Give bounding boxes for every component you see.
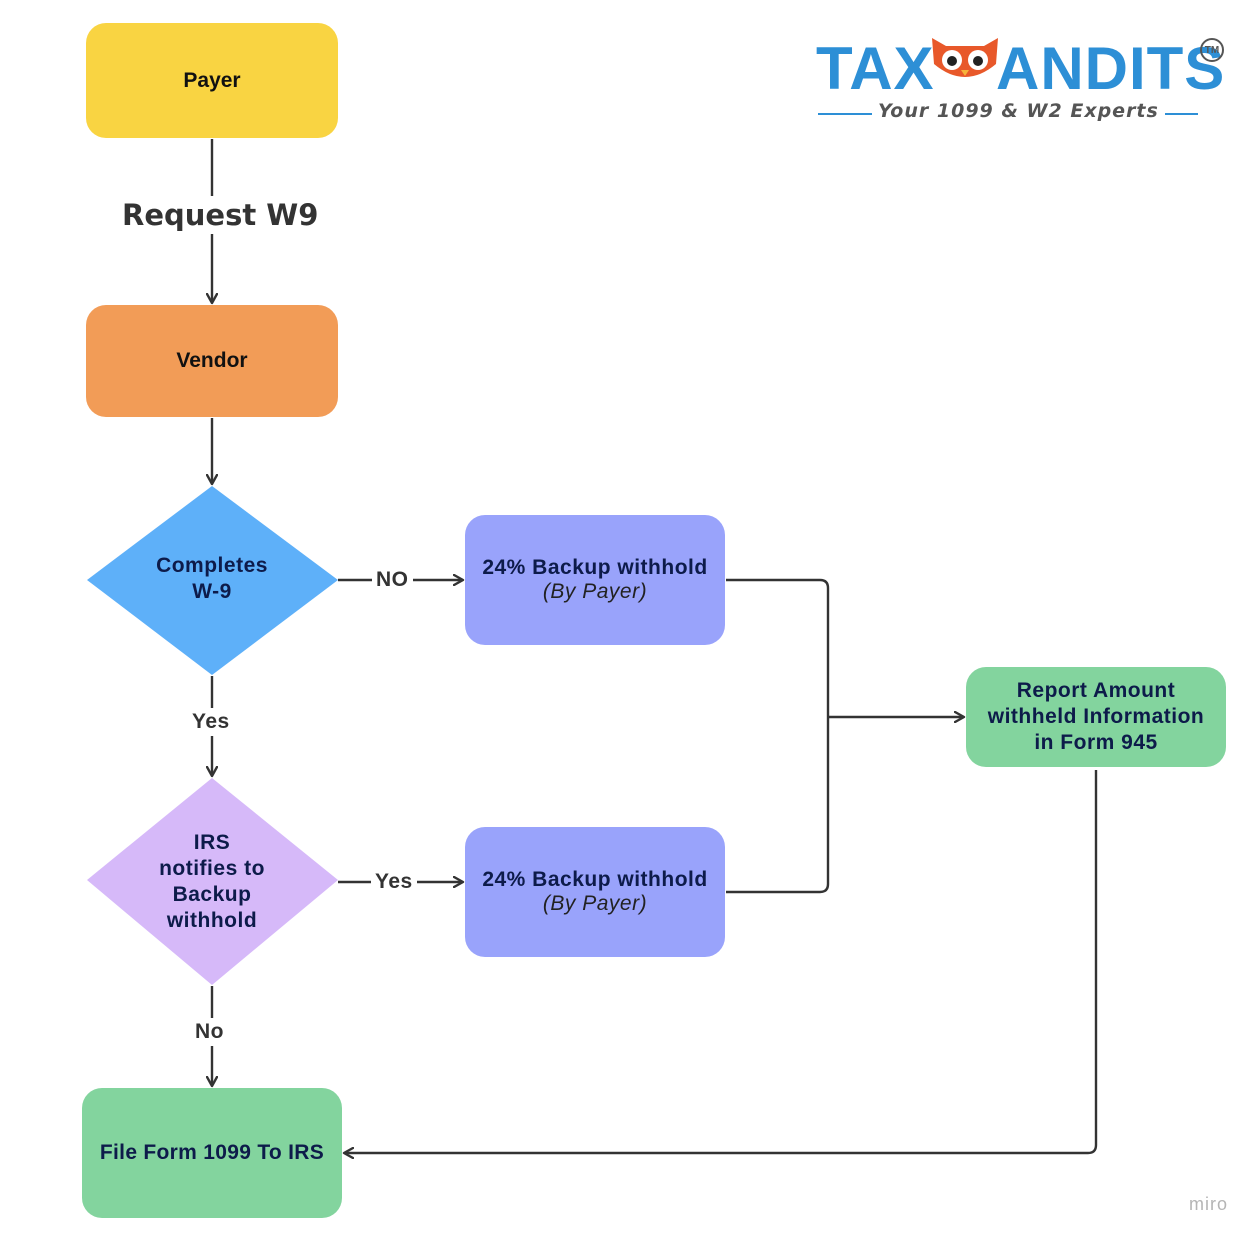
request-w9-label: Request W9	[120, 196, 321, 234]
report-line-2: withheld Information	[987, 705, 1205, 728]
edge-label-no-upper: NO	[372, 568, 413, 592]
completes-line-2: W-9	[192, 580, 232, 603]
file-form-1099-node[interactable]: File Form 1099 To IRS	[82, 1088, 342, 1218]
irs-notifies-label: IRS notifies to Backup withhold	[112, 830, 312, 934]
payer-node[interactable]: Payer	[86, 23, 338, 138]
backup2-title: 24% Backup withhold	[482, 868, 708, 891]
file-label: File Form 1099 To IRS	[99, 1141, 325, 1164]
backup2-sub: (By Payer)	[542, 892, 648, 915]
backup-withhold-node-2[interactable]: 24% Backup withhold (By Payer)	[465, 827, 725, 957]
payer-label: Payer	[183, 68, 241, 92]
edge-label-yes-down: Yes	[190, 708, 232, 736]
irs-line-1: IRS	[193, 831, 231, 854]
backup-withhold-node-1[interactable]: 24% Backup withhold (By Payer)	[465, 515, 725, 645]
miro-watermark: miro	[1189, 1194, 1228, 1214]
completes-w9-label: Completes W-9	[112, 553, 312, 605]
vendor-node[interactable]: Vendor	[86, 305, 338, 417]
trademark-badge: TM	[1200, 38, 1224, 62]
report-form-945-node[interactable]: Report Amount withheld Information in Fo…	[966, 667, 1226, 767]
logo-text-right: ANDITS	[996, 35, 1226, 102]
logo-tagline: Your 1099 & W2 Experts	[872, 100, 1165, 122]
edge-backup1-to-merge	[726, 578, 830, 894]
irs-line-4: withhold	[166, 909, 258, 932]
irs-line-2: notifies to	[159, 857, 265, 880]
logo-text-left: TAX	[816, 35, 935, 102]
backup1-sub: (By Payer)	[542, 580, 648, 603]
edge-label-no-lower: No	[193, 1018, 226, 1046]
report-line-1: Report Amount	[1016, 679, 1176, 702]
report-line-3: in Form 945	[1034, 731, 1158, 754]
completes-w9-diamond[interactable]	[87, 486, 338, 675]
completes-line-1: Completes	[156, 554, 268, 577]
irs-line-3: Backup	[172, 883, 252, 906]
vendor-label: Vendor	[176, 349, 248, 372]
owl-mascot-icon	[932, 38, 998, 77]
edge-label-yes-right: Yes	[371, 870, 417, 894]
backup1-title: 24% Backup withhold	[482, 556, 708, 579]
edge-report-to-file	[344, 770, 1098, 1153]
taxbandits-logo: TAX ANDITS TM Your 1099 & W2 Experts	[816, 34, 1226, 134]
irs-notifies-diamond[interactable]	[87, 778, 338, 985]
